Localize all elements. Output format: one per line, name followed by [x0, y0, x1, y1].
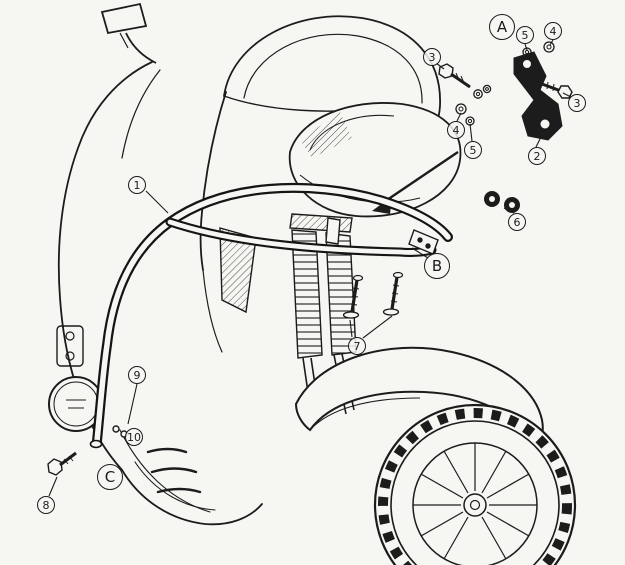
- clamp-screws: [342, 271, 404, 319]
- mirror: [100, 2, 157, 64]
- callout-part-1: 1: [128, 176, 146, 194]
- front-wheel: [373, 403, 577, 565]
- callout-part-6: 6: [508, 213, 526, 231]
- callout-detail-c: C: [97, 464, 123, 490]
- callout-part-4-lower: 4: [447, 121, 465, 139]
- callout-part-4-top: 4: [544, 22, 562, 40]
- callout-part-3-left: 3: [423, 48, 441, 66]
- callout-part-8: 8: [37, 496, 55, 514]
- callout-detail-b: B: [424, 253, 450, 279]
- callout-part-2: 2: [528, 147, 546, 165]
- tube-clamps: [112, 217, 439, 438]
- callout-part-10: 10: [125, 428, 143, 446]
- callout-part-5-top: 5: [516, 26, 534, 44]
- callout-part-3-right: 3: [568, 94, 586, 112]
- callout-part-9: 9: [128, 366, 146, 384]
- lower-bolt: [47, 451, 77, 476]
- crash-bar-tube: [89, 182, 453, 449]
- callout-part-7: 7: [348, 337, 366, 355]
- callout-detail-a: A: [489, 14, 515, 40]
- callout-part-5-lower: 5: [464, 141, 482, 159]
- detail-a-hardware: [438, 41, 573, 213]
